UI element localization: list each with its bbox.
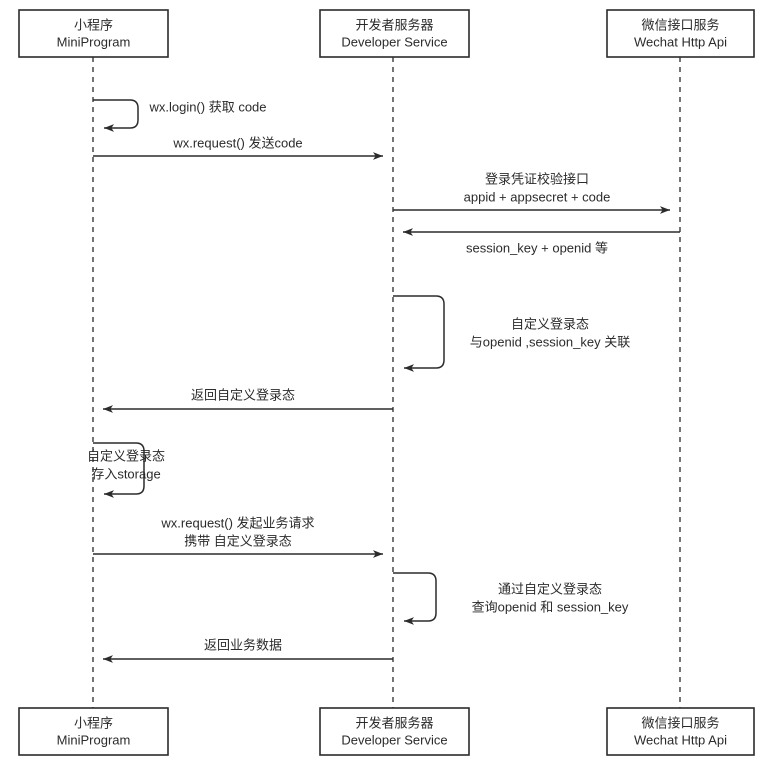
- lifelines-group: [92, 57, 681, 718]
- actor-footer-label-miniprogram-en: MiniProgram: [57, 732, 131, 747]
- message-label-query-openid-line1: 通过自定义登录态: [498, 581, 602, 596]
- actor-label-wechat-http-api-en: Wechat Http Api: [634, 34, 727, 49]
- message-label-store-login-state-line2: 存入storage: [91, 466, 160, 481]
- self-loop-path-custom-login-state: [393, 295, 445, 372]
- message-wx-request-business[interactable]: wx.request() 发起业务请求 携带 自定义登录态: [93, 515, 383, 558]
- message-return-business-data[interactable]: 返回业务数据: [103, 637, 393, 663]
- actor-box-footer-developer-service[interactable]: [319, 707, 470, 756]
- message-wx-request-send-code[interactable]: wx.request() 发送code: [93, 135, 383, 160]
- message-custom-login-state-associate[interactable]: 自定义登录态 与openid ,session_key 关联: [393, 295, 630, 372]
- actor-box-footer-miniprogram[interactable]: [18, 707, 169, 756]
- actor-header-developer-service[interactable]: 开发者服务器 Developer Service: [319, 9, 470, 58]
- actor-box-footer-wechat-http-api[interactable]: [606, 707, 755, 756]
- message-query-openid-session-key[interactable]: 通过自定义登录态 查询openid 和 session_key: [393, 572, 629, 625]
- actor-box-wechat-http-api[interactable]: [606, 9, 755, 58]
- actor-footer-label-developer-service-en: Developer Service: [341, 732, 447, 747]
- message-label-custom-login-state-line2: 与openid ,session_key 关联: [470, 334, 630, 349]
- actor-header-miniprogram[interactable]: 小程序 MiniProgram: [18, 9, 169, 58]
- actor-footer-label-developer-service-cn: 开发者服务器: [355, 715, 433, 730]
- actor-box-developer-service[interactable]: [319, 9, 470, 58]
- actor-label-miniprogram-cn: 小程序: [74, 17, 113, 32]
- message-session-key-openid-return[interactable]: session_key + openid 等: [403, 228, 680, 255]
- message-store-login-state[interactable]: 自定义登录态 存入storage: [87, 442, 165, 498]
- actor-label-wechat-http-api-cn: 微信接口服务: [641, 17, 719, 32]
- message-label-return-business-data: 返回业务数据: [204, 637, 282, 652]
- message-label-query-openid-line2: 查询openid 和 session_key: [472, 599, 629, 614]
- actor-footer-label-wechat-http-api-cn: 微信接口服务: [641, 715, 719, 730]
- actor-footer-label-wechat-http-api-en: Wechat Http Api: [634, 732, 727, 747]
- message-label-login-credential-verify-line1: 登录凭证校验接口: [485, 171, 589, 186]
- actor-footer-miniprogram[interactable]: 小程序 MiniProgram: [18, 707, 169, 756]
- message-label-store-login-state-line1: 自定义登录态: [87, 448, 165, 463]
- actor-box-miniprogram[interactable]: [18, 9, 169, 58]
- actor-label-miniprogram-en: MiniProgram: [57, 34, 131, 49]
- self-loop-path-wx-login: [93, 99, 139, 132]
- message-label-wx-request-send-code: wx.request() 发送code: [172, 135, 302, 150]
- self-loop-path-query-openid: [393, 572, 437, 625]
- message-label-wx-request-business-line2: 携带 自定义登录态: [184, 533, 292, 548]
- self-loop-path-store-login-state: [93, 442, 145, 498]
- actor-label-developer-service-en: Developer Service: [341, 34, 447, 49]
- actor-footer-label-miniprogram-cn: 小程序: [74, 715, 113, 730]
- message-return-custom-login-state[interactable]: 返回自定义登录态: [103, 387, 393, 413]
- message-label-session-key-openid-return: session_key + openid 等: [466, 240, 608, 255]
- actor-header-wechat-http-api[interactable]: 微信接口服务 Wechat Http Api: [606, 9, 755, 58]
- message-wx-login-get-code[interactable]: wx.login() 获取 code: [93, 99, 267, 132]
- message-label-return-custom-login-state: 返回自定义登录态: [191, 387, 295, 402]
- message-label-custom-login-state-line1: 自定义登录态: [511, 316, 589, 331]
- actor-footer-wechat-http-api[interactable]: 微信接口服务 Wechat Http Api: [606, 707, 755, 756]
- actor-label-developer-service-cn: 开发者服务器: [355, 17, 433, 32]
- message-label-wx-login-get-code: wx.login() 获取 code: [148, 99, 266, 114]
- message-label-wx-request-business-line1: wx.request() 发起业务请求: [160, 515, 314, 530]
- message-login-credential-verify[interactable]: 登录凭证校验接口 appid + appsecret + code: [393, 171, 670, 214]
- actor-footer-developer-service[interactable]: 开发者服务器 Developer Service: [319, 707, 470, 756]
- message-label-login-credential-verify-line2: appid + appsecret + code: [464, 189, 611, 204]
